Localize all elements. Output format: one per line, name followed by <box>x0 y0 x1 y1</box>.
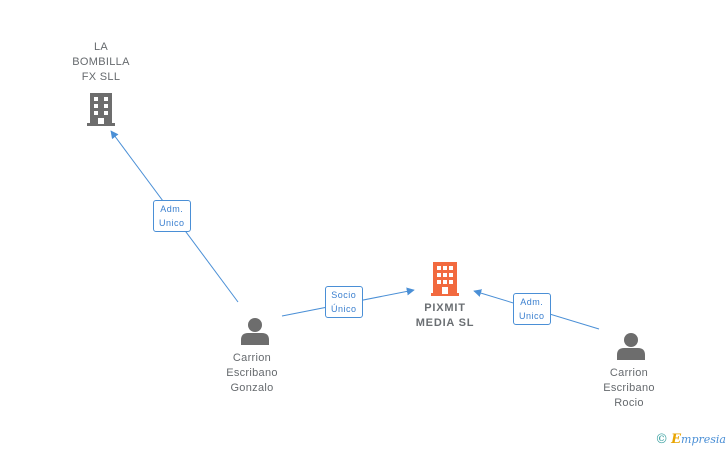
building-icon[interactable] <box>431 262 459 296</box>
building-icon[interactable] <box>87 93 115 126</box>
person-label-rocio[interactable]: Carrion Escribano Rocio <box>603 367 655 409</box>
company-label-la-bombilla[interactable]: LA BOMBILLA FX SLL <box>72 41 130 83</box>
brand-name: mpresia <box>681 433 726 446</box>
edge-label-adm-unico: Adm. Unico <box>153 200 191 232</box>
copyright-icon: © <box>655 432 669 447</box>
person-label-gonzalo[interactable]: Carrion Escribano Gonzalo <box>226 352 278 394</box>
edge-label-adm-unico: Adm. Unico <box>513 293 551 325</box>
person-icon[interactable] <box>617 333 645 360</box>
empresia-logo[interactable]: ©Empresia <box>655 432 726 447</box>
edge-label-socio-unico: Socio Único <box>325 286 363 318</box>
person-icon[interactable] <box>241 318 269 345</box>
brand-initial: E <box>671 432 682 447</box>
company-label-pixmit[interactable]: PIXMIT MEDIA SL <box>415 302 475 329</box>
